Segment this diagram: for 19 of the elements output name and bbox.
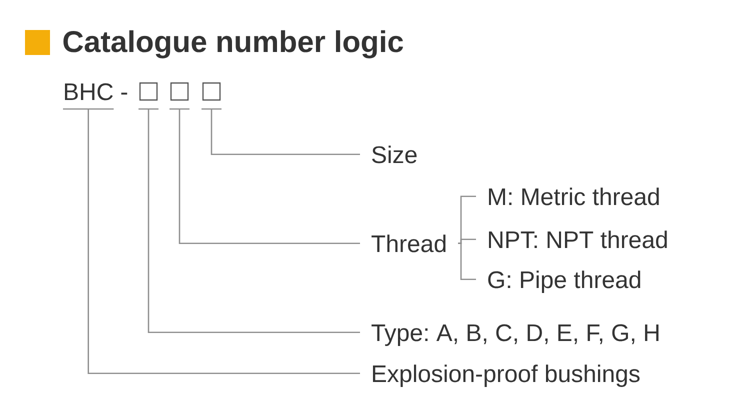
field-label: Explosion-proof bushings: [372, 364, 640, 387]
leader-line: [178, 109, 360, 244]
bracket-line: [458, 238, 476, 244]
placeholder-box: [170, 82, 190, 110]
placeholder-box: [202, 82, 222, 110]
placeholder-box: [138, 82, 158, 110]
option-label: G: Pipe thread: [488, 270, 640, 293]
code-separator: -: [121, 92, 128, 95]
option-label: M: Metric thread: [488, 188, 659, 206]
leader-line: [210, 109, 360, 156]
field-label: Thread: [372, 234, 446, 252]
leader-line: [148, 109, 360, 334]
bracket-line: [458, 242, 476, 280]
option-label: NPT: NPT thread: [488, 230, 667, 248]
field-label: Size: [372, 146, 417, 164]
code-prefix: BHC: [63, 83, 114, 110]
title: Catalogue number logic: [63, 30, 404, 58]
leader-line: [88, 109, 360, 374]
field-label: Type: A, B, C, D, E, F, G, H: [372, 324, 658, 346]
